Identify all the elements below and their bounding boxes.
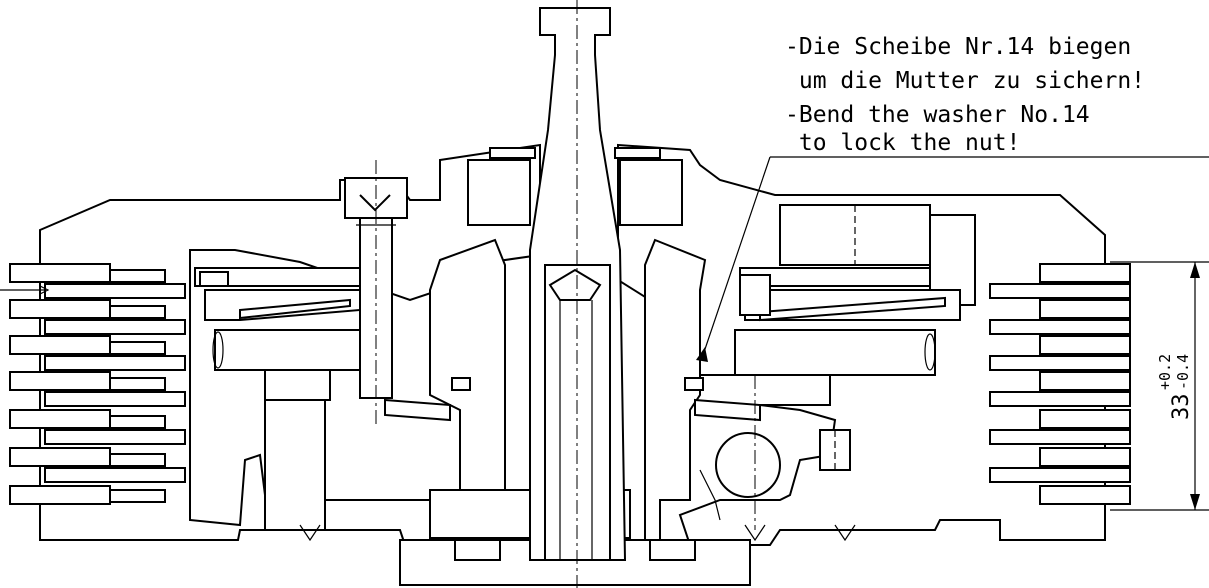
annotation-line-4: to lock the nut!	[785, 130, 1021, 156]
annotation-leader	[696, 156, 1209, 362]
ball-bearing	[699, 429, 851, 521]
dimension-tolerance-lower: -0.4	[1174, 354, 1192, 390]
annotation-line-2: um die Mutter zu sichern!	[785, 68, 1146, 94]
disc-stack-left	[0, 263, 186, 505]
dimension-33: 33 +0.2 -0.4	[1110, 261, 1209, 511]
dimension-tolerance-upper: +0.2	[1156, 354, 1174, 390]
lock-washer	[384, 377, 761, 422]
annotation-line-3: -Bend the washer No.14	[785, 102, 1090, 128]
disc-stack-right	[989, 263, 1131, 505]
center-lines	[299, 160, 856, 542]
main-shaft	[529, 0, 627, 588]
spring-assembly-right	[689, 204, 976, 406]
dimension-nominal: 33	[1169, 394, 1194, 421]
annotation-line-1: -Die Scheibe Nr.14 biegen	[785, 34, 1132, 60]
spring-assembly-left	[194, 267, 361, 531]
